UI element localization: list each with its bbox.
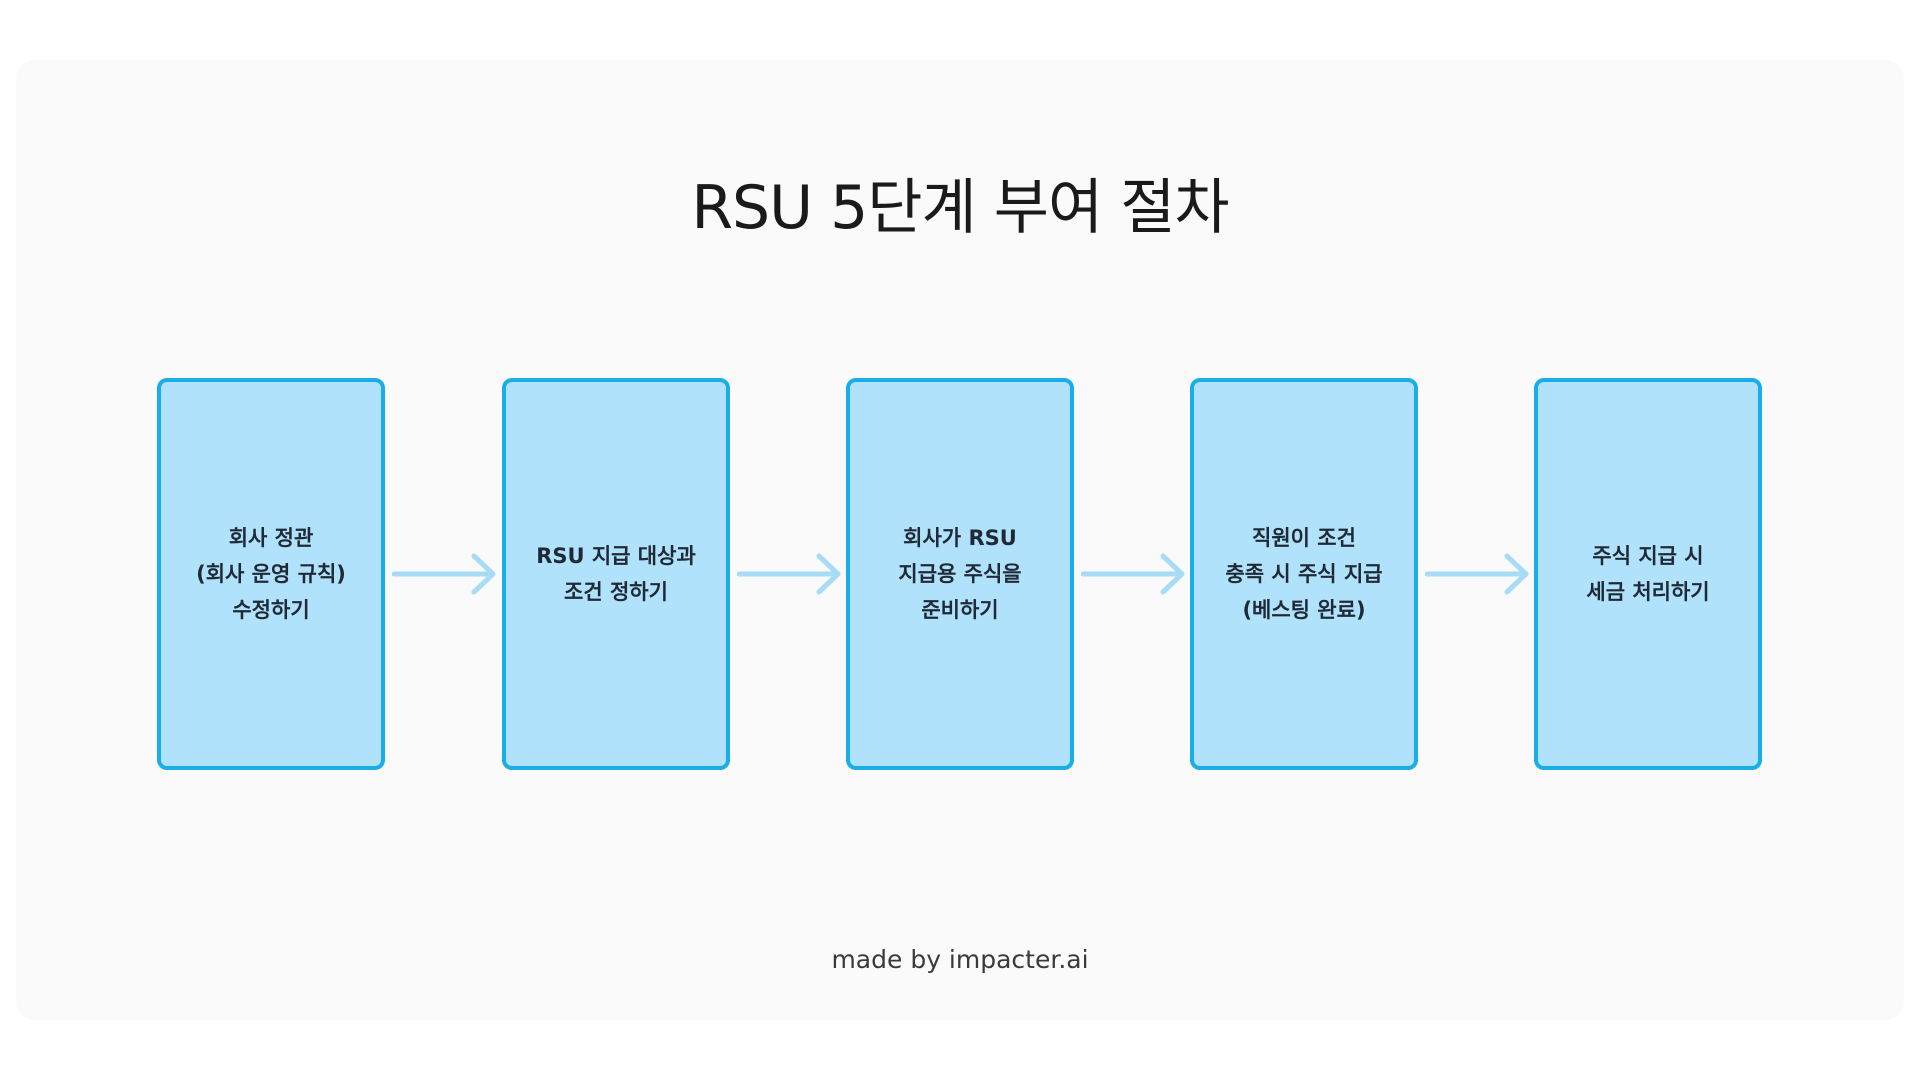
step-5-box: 주식 지급 시 세금 처리하기 [1534, 378, 1762, 770]
step-3-box: 회사가 RSU 지급용 주식을 준비하기 [846, 378, 1074, 770]
arrow-right-icon [1081, 553, 1185, 595]
step-5-label: 주식 지급 시 세금 처리하기 [1586, 544, 1710, 604]
step-2-box: RSU 지급 대상과 조건 정하기 [502, 378, 730, 770]
step-4-box: 직원이 조건 충족 시 주식 지급 (베스팅 완료) [1190, 378, 1418, 770]
footer-credit: made by impacter.ai [831, 945, 1089, 974]
diagram-title: RSU 5단계 부여 절차 [691, 173, 1229, 243]
arrow-right-icon [737, 553, 841, 595]
arrow-right-icon [392, 553, 496, 595]
step-4-label: 직원이 조건 충족 시 주식 지급 (베스팅 완료) [1225, 526, 1383, 622]
step-2-label: RSU 지급 대상과 조건 정하기 [536, 544, 696, 604]
step-1-box: 회사 정관 (회사 운영 규칙) 수정하기 [157, 378, 385, 770]
step-1-label: 회사 정관 (회사 운영 규칙) 수정하기 [196, 526, 346, 622]
arrow-right-icon [1425, 553, 1529, 595]
step-3-label: 회사가 RSU 지급용 주식을 준비하기 [898, 526, 1022, 622]
process-flow: 회사 정관 (회사 운영 규칙) 수정하기 RSU 지급 대상과 조건 정하기 … [0, 378, 1920, 770]
